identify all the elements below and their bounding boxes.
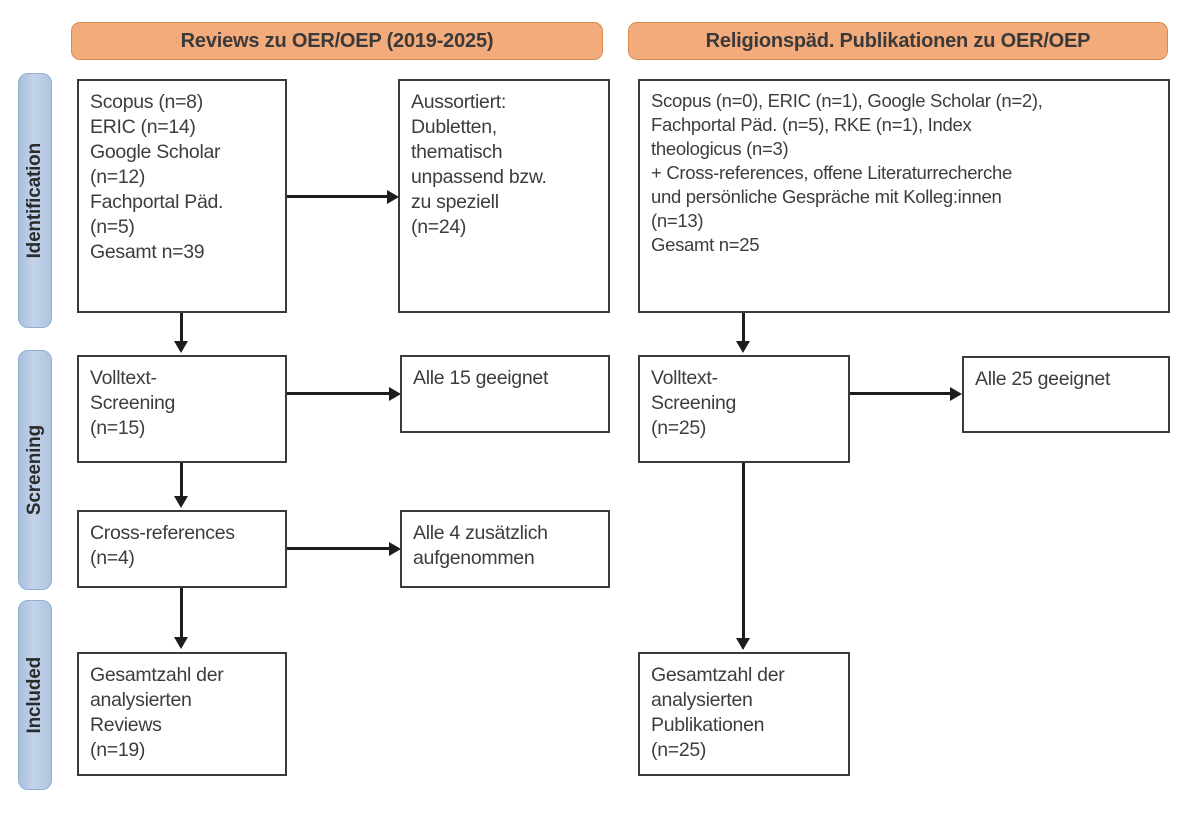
box-left-sources: Scopus (n=8) ERIC (n=14) Google Scholar … xyxy=(77,79,287,313)
box-right-sources: Scopus (n=0), ERIC (n=1), Google Scholar… xyxy=(638,79,1170,313)
box-right-fulltext-screening: Volltext- Screening (n=25) xyxy=(638,355,850,463)
stage-label-included: Included xyxy=(18,600,52,790)
arrowhead-left-fulltext-to-result xyxy=(389,387,401,401)
box-left-fulltext-screening: Volltext- Screening (n=15) xyxy=(77,355,287,463)
connector-right-fulltext-to-result xyxy=(850,392,950,395)
connector-right-fulltext-to-included xyxy=(742,463,745,640)
arrowhead-right-fulltext-to-result xyxy=(950,387,962,401)
arrowhead-left-crossrefs-to-result xyxy=(389,542,401,556)
box-left-crossreferences: Cross-references (n=4) xyxy=(77,510,287,588)
box-left-included-total: Gesamtzahl der analysierten Reviews (n=1… xyxy=(77,652,287,776)
box-right-fulltext-result: Alle 25 geeignet xyxy=(962,356,1170,433)
connector-left-crossrefs-to-result xyxy=(287,547,390,550)
connector-right-sources-to-fulltext xyxy=(742,313,745,343)
box-left-excluded: Aussortiert: Dubletten, thematisch unpas… xyxy=(398,79,610,313)
arrowhead-left-crossrefs-to-included xyxy=(174,637,188,649)
connector-left-fulltext-to-crossrefs xyxy=(180,463,183,498)
stage-label-identification-text: Identification xyxy=(24,142,45,259)
box-left-crossreferences-result: Alle 4 zusätzlich aufgenommen xyxy=(400,510,610,588)
connector-left-crossrefs-to-included xyxy=(180,588,183,638)
arrowhead-right-sources-to-fulltext xyxy=(736,341,750,353)
box-right-included-total: Gesamtzahl der analysierten Publikatione… xyxy=(638,652,850,776)
stage-label-identification: Identification xyxy=(18,73,52,328)
stage-label-screening-text: Screening xyxy=(24,424,45,516)
stage-label-included-text: Included xyxy=(24,656,45,734)
connector-left-sources-to-fulltext xyxy=(180,313,183,343)
arrowhead-right-fulltext-to-included xyxy=(736,638,750,650)
arrowhead-left-sources-to-fulltext xyxy=(174,341,188,353)
column-header-right: Religionspäd. Publikationen zu OER/OEP xyxy=(628,22,1168,60)
arrowhead-left-fulltext-to-crossrefs xyxy=(174,496,188,508)
arrowhead-left-sources-to-excluded xyxy=(387,190,399,204)
connector-left-fulltext-to-result xyxy=(287,392,390,395)
stage-label-screening: Screening xyxy=(18,350,52,590)
column-header-left: Reviews zu OER/OEP (2019-2025) xyxy=(71,22,603,60)
box-left-fulltext-result: Alle 15 geeignet xyxy=(400,355,610,433)
connector-left-sources-to-excluded xyxy=(287,195,387,198)
